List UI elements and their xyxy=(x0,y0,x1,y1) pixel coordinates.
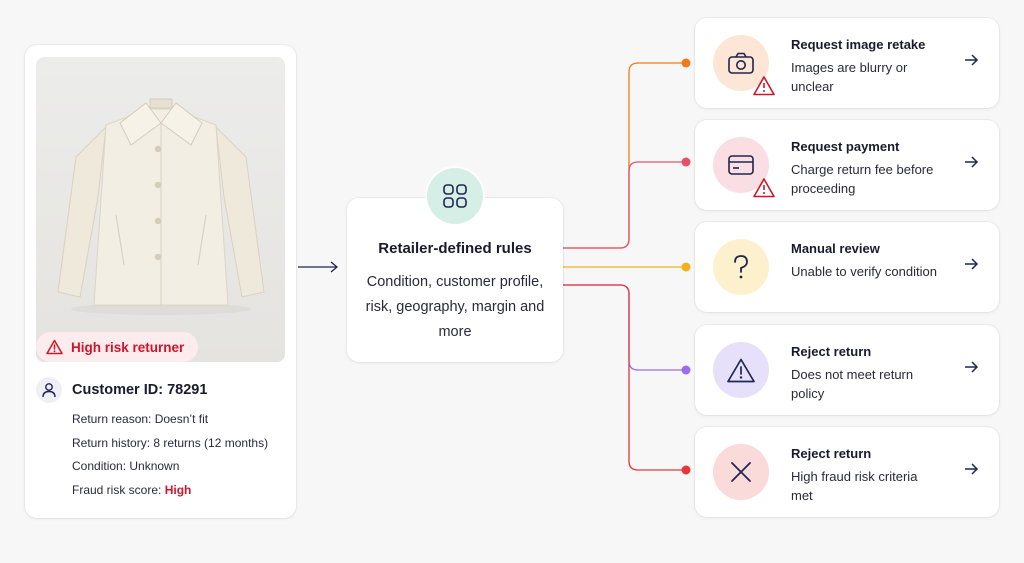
connector-dot xyxy=(681,262,691,272)
user-icon xyxy=(36,377,62,403)
outcome-title: Request payment xyxy=(791,139,900,154)
fraud-risk-score: Fraud risk score: High xyxy=(72,483,191,497)
risk-label: High risk returner xyxy=(71,339,185,355)
fraud-risk-label: Fraud risk score: xyxy=(72,483,165,497)
alert-icon xyxy=(753,178,775,198)
outcome-description: Charge return fee before proceeding xyxy=(791,162,934,196)
arrow-right-icon xyxy=(965,156,979,168)
connector-reject-fraud xyxy=(563,284,686,471)
outcome-description: Does not meet return policy xyxy=(791,367,914,401)
outcome-card-reject-fraud[interactable]: Reject return High fraud risk criteria m… xyxy=(695,427,999,517)
camera-icon xyxy=(713,35,775,96)
outcome-card-reject-policy[interactable]: Reject return Does not meet return polic… xyxy=(695,325,999,415)
arrow-right-icon xyxy=(965,361,979,373)
connector-dot xyxy=(681,465,691,475)
connector-dot xyxy=(681,157,691,167)
arrow-right-icon xyxy=(965,54,979,66)
outcome-title: Request image retake xyxy=(791,37,926,52)
return-history: Return history: 8 returns (12 months) xyxy=(72,436,269,450)
rules-title: Retailer-defined rules xyxy=(378,240,532,257)
customer-id: Customer ID: 78291 xyxy=(72,382,208,398)
connector-payment xyxy=(563,161,686,249)
outcome-card-image-retake[interactable]: Request image retake Images are blurry o… xyxy=(695,18,999,108)
warning-icon xyxy=(713,342,769,398)
high-risk-badge: High risk returner xyxy=(36,332,199,362)
jacket-product-image xyxy=(36,57,285,362)
card-icon xyxy=(713,137,775,198)
fraud-risk-value: High xyxy=(164,483,192,497)
customer-to-rules-arrow xyxy=(298,261,339,273)
return-reason: Return reason: Doesn’t fit xyxy=(72,412,209,426)
alert-icon xyxy=(753,76,775,96)
connector-dot xyxy=(681,58,691,68)
rules-description: Condition, customer profile, risk, geogr… xyxy=(365,274,545,340)
outcome-description: High fraud risk criteria met xyxy=(791,469,918,503)
outcome-title: Manual review xyxy=(791,241,880,256)
rules-icon-wrapper xyxy=(425,166,485,226)
connector-image-retake xyxy=(563,62,686,249)
x-icon xyxy=(713,444,769,500)
outcome-description: Unable to verify condition xyxy=(791,264,937,279)
customer-id-row: Customer ID: 78291 xyxy=(36,377,207,403)
question-icon xyxy=(713,239,769,295)
outcome-card-manual-review[interactable]: Manual review Unable to verify condition xyxy=(695,222,999,312)
outcome-title: Reject return xyxy=(791,446,872,461)
connector-dot xyxy=(681,365,691,375)
connector-reject-policy xyxy=(563,284,686,371)
condition: Condition: Unknown xyxy=(72,459,180,473)
customer-card xyxy=(25,45,296,518)
outcome-description: Images are blurry or unclear xyxy=(791,60,908,94)
arrow-right-icon xyxy=(965,463,979,475)
rules-grid-icon xyxy=(427,168,483,224)
outcome-title: Reject return xyxy=(791,344,872,359)
warning-icon xyxy=(46,339,63,355)
outcome-card-payment[interactable]: Request payment Charge return fee before… xyxy=(695,120,999,210)
arrow-right-icon xyxy=(965,258,979,270)
